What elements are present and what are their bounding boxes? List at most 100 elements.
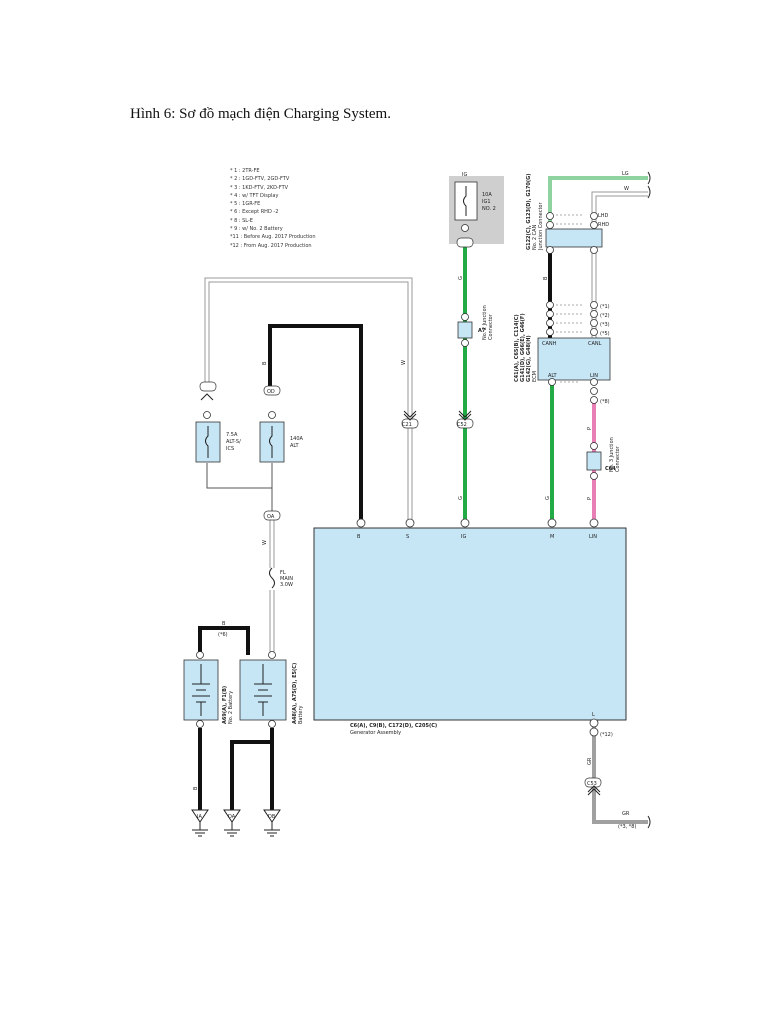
- alt-s-fuse-rating: 7.5A: [226, 432, 238, 438]
- wire-label-w: W: [262, 540, 268, 545]
- fuse-symbol: [269, 426, 273, 458]
- jc-c64-code: C64: [605, 466, 616, 472]
- ecm-box: [537, 337, 611, 381]
- code-label: (*5): [600, 331, 610, 337]
- code-label: (*2): [600, 313, 610, 319]
- wire-lg: [548, 176, 648, 228]
- generator-name: Generator Assembly: [350, 730, 401, 736]
- battery-symbol: [254, 664, 272, 716]
- battery-2-code: A69(A), F1(B): [222, 686, 228, 724]
- jc-a7-name: No. 2 Junction: [482, 305, 488, 340]
- wire-label-b: B: [222, 621, 226, 627]
- ecm-lin: LIN: [590, 373, 598, 379]
- jc-c64-box: [586, 451, 602, 471]
- fuse-symbol: [463, 186, 467, 216]
- wire-label-w: W: [624, 186, 629, 192]
- ig-fuse-box: [454, 181, 478, 221]
- generator-pin-m: M: [550, 534, 554, 540]
- ground-symbols: [191, 809, 281, 837]
- wire-label-b: B: [543, 276, 549, 280]
- generator-pin-s: S: [406, 534, 409, 540]
- connector-c52: C52: [457, 422, 467, 428]
- wire-alt-s-sense: [204, 277, 413, 523]
- note-line: * 9 : w/ No. 2 Battery: [230, 226, 283, 233]
- ecm-alt: ALT: [548, 373, 558, 379]
- connector-od: OD: [267, 389, 275, 395]
- generator-box: [313, 527, 627, 721]
- can-jc-code: G122(C), G123(D), G170(G): [526, 173, 532, 250]
- wire-label-g: G: [545, 496, 551, 500]
- wire-break-mark: [647, 171, 651, 829]
- rhd-code: RHD: [598, 222, 609, 228]
- ig-fuse-rating: 10A: [482, 192, 492, 198]
- wire-label-w: W: [401, 360, 407, 365]
- wire-l: [592, 722, 648, 824]
- pin-circles: [196, 212, 599, 737]
- alt-fuse-rating: 140A: [290, 436, 304, 442]
- ground-da: DA: [228, 814, 236, 820]
- fl-main-label2: MAIN: [280, 576, 293, 582]
- wire-battery-link: [198, 626, 250, 655]
- jc-a7-box: [457, 321, 473, 339]
- ground-ia: IA: [197, 814, 202, 820]
- ecm-code2: G141(D), G66(E), G46(F): [520, 313, 526, 382]
- can-jc-box: [545, 228, 603, 248]
- wire-fl-main: [269, 520, 275, 658]
- connector-arrow-marks: [200, 393, 601, 796]
- wire-label-p: P: [587, 427, 593, 430]
- battery-symbol: [192, 664, 210, 716]
- generator-code: C6(A), C9(B), C172(D), C205(C): [350, 723, 437, 729]
- wire-b-output: [268, 324, 363, 523]
- note-line: * 2 : 1GD-FTV, 2GD-FTV: [230, 176, 290, 183]
- code-label: (*6): [218, 632, 228, 638]
- alt-fuse-name: ALT: [290, 443, 300, 449]
- note-line: * 1 : 2TR-FE: [230, 168, 260, 174]
- generator-pin-lin: LIN: [589, 534, 597, 540]
- fl-main-label3: 3.0W: [280, 582, 293, 588]
- jc-a7-name2: Connector: [488, 313, 494, 340]
- code-label: (*12): [600, 732, 613, 738]
- wire-label-b: B: [193, 786, 199, 790]
- code-label: (*8): [600, 399, 610, 405]
- code-label: (*3, *8): [618, 824, 636, 830]
- ecm-name: ECM: [532, 371, 538, 382]
- note-line: * 3 : 1KD-FTV, 2KD-FTV: [230, 184, 289, 191]
- generator-pin-b: B: [357, 534, 361, 540]
- fl-main-symbol: [269, 567, 275, 589]
- wire-ground-da: [230, 728, 274, 810]
- battery-name: Battery: [298, 705, 304, 724]
- ground-db: DB: [268, 814, 276, 820]
- jc-c64-name2: Connector: [615, 445, 621, 472]
- code-label: (*3): [600, 322, 610, 328]
- fuse-symbol: [205, 426, 209, 458]
- connector-c53: C53: [587, 781, 597, 787]
- connector-c21: C21: [402, 422, 412, 428]
- ecm-canh: CANH: [542, 341, 557, 347]
- note-line: *11 : Before Aug. 2017 Production: [230, 234, 316, 241]
- wire-label-gr: GR: [587, 757, 593, 765]
- wire-label-gr: GR: [622, 811, 630, 817]
- pin-dash-lines: [556, 214, 584, 383]
- jc-a7-code: A7: [478, 328, 486, 334]
- battery-code: A48(A), A75(D), E5(C): [292, 663, 298, 724]
- wire-label-lg: LG: [622, 171, 629, 177]
- note-line: *12 : From Aug. 2017 Production: [230, 242, 312, 249]
- alt-s-fuse-name2: ICS: [226, 446, 234, 452]
- wire-fuse-join: [206, 463, 273, 520]
- ecm-code3: G142(G), G48(H): [526, 335, 532, 382]
- ig-fuse-tag: IG: [462, 172, 467, 178]
- generator-pin-l: L: [592, 712, 595, 718]
- page-title: Hình 6: Sơ đồ mạch điện Charging System.: [130, 106, 391, 122]
- connector-tags: [199, 237, 602, 788]
- ig-fuse-name: IG1: [482, 199, 491, 205]
- note-line: * 8 : SL-E: [230, 217, 253, 224]
- note-line: * 4 : w/ TFT Display: [230, 192, 279, 199]
- alt-s-fuse-name: ALT-S/: [226, 439, 241, 445]
- ecm-code: C41(A), C65(B), C114(C): [514, 314, 520, 382]
- ecm-canl: CANL: [588, 341, 602, 347]
- can-jc-name: No. 2 CAN: [532, 224, 538, 250]
- generator-pin-ig: IG: [461, 534, 466, 540]
- fl-main-label: FL: [280, 570, 286, 576]
- notes-legend: * 1 : 2TR-FE * 2 : 1GD-FTV, 2GD-FTV * 3 …: [230, 167, 350, 250]
